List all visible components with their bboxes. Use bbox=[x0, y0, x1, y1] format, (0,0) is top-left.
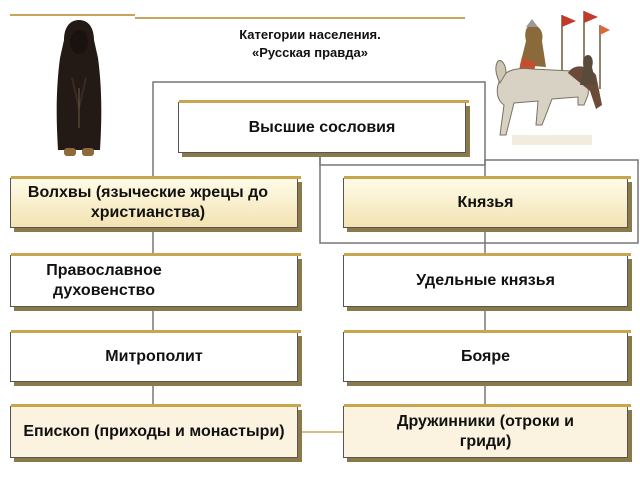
top-decor-line-right bbox=[135, 17, 465, 19]
box-top-accent bbox=[344, 253, 631, 256]
box-boyars-label: Бояре bbox=[460, 348, 511, 365]
monk-figure-image bbox=[56, 20, 102, 156]
mounted-warriors-image bbox=[495, 11, 610, 145]
box-top-accent bbox=[11, 404, 301, 407]
box-higher-estates: Высшие сословия bbox=[178, 100, 469, 153]
box-top-accent bbox=[344, 176, 631, 179]
box-princes-label: Князья bbox=[457, 194, 514, 211]
box-top-accent bbox=[179, 100, 469, 103]
box-volkhvy: Волхвы (языческие жрецы до христианства) bbox=[10, 176, 301, 228]
box-orthodox-clergy-label: Православное духовенство bbox=[46, 262, 162, 299]
box-top-accent bbox=[344, 404, 631, 407]
box-princes: Князья bbox=[343, 176, 631, 228]
top-decor-line-left bbox=[10, 14, 135, 16]
box-metropolitan-label: Митрополит bbox=[105, 348, 203, 365]
box-top-accent bbox=[344, 330, 631, 333]
box-druzhinniki: Дружинники (отроки и гриди) bbox=[343, 404, 631, 458]
box-appanage-princes: Удельные князья bbox=[343, 253, 631, 307]
box-metropolitan: Митрополит bbox=[10, 330, 301, 382]
box-bishop-label: Епископ (приходы и монастыри) bbox=[23, 423, 285, 440]
title-line-2: «Русская правда» bbox=[252, 45, 368, 60]
box-bishop: Епископ (приходы и монастыри) bbox=[10, 404, 301, 458]
box-orthodox-clergy: Православное духовенство bbox=[10, 253, 301, 307]
box-top-accent bbox=[11, 253, 301, 256]
box-top-accent bbox=[11, 330, 301, 333]
diagram-title: Категории населения. «Русская правда» bbox=[205, 26, 415, 62]
box-higher-estates-label: Высшие сословия bbox=[248, 118, 396, 136]
box-druzhinniki-label: Дружинники (отроки и гриди) bbox=[397, 413, 574, 450]
box-volkhvy-label: Волхвы (языческие жрецы до христианства) bbox=[27, 184, 269, 221]
box-boyars: Бояре bbox=[343, 330, 631, 382]
title-line-1: Категории населения. bbox=[239, 27, 381, 42]
box-appanage-princes-label: Удельные князья bbox=[416, 272, 555, 289]
box-top-accent bbox=[11, 176, 301, 179]
